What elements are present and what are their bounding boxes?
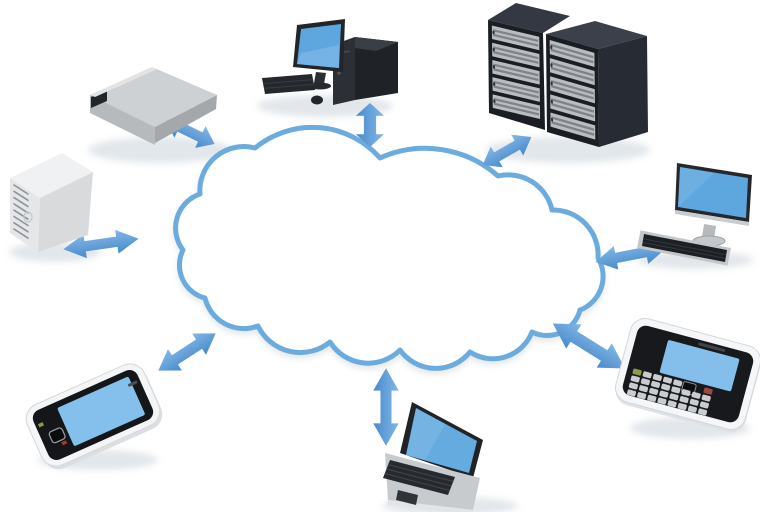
monitor-screen-reflection [678, 167, 714, 207]
rack-right-side-face [598, 36, 648, 147]
rack-left-bay-panel [491, 25, 541, 120]
laptop-screen [406, 408, 477, 473]
tower-power-button [23, 211, 33, 223]
laptop-trackpad [396, 490, 418, 505]
device-external-hard-drive [90, 67, 217, 145]
tower-power-led [337, 71, 341, 75]
mouse [311, 95, 323, 105]
phone-end-key [61, 440, 68, 446]
hdd-top-highlight [90, 67, 157, 97]
phone-speaker [698, 342, 726, 352]
tower-side-face [355, 37, 398, 100]
hdd-front-face [90, 95, 155, 145]
keyboard-key-row [263, 83, 315, 89]
phone-home-button [48, 427, 66, 444]
tower-vent-slots [13, 184, 29, 239]
rack-left-top-face [488, 3, 570, 33]
laptop-screen-reflection [406, 408, 445, 460]
hdd-port-slot [91, 90, 107, 108]
arrow-cloud-to-touch-smartphone [151, 322, 223, 382]
phone-screen [57, 376, 145, 446]
device-desktop-computer [262, 19, 398, 105]
monitor-screen [678, 167, 748, 218]
device-shadow [257, 95, 393, 117]
hdd-side-face [155, 95, 217, 143]
laptop-key-row [384, 473, 450, 491]
phone-qwerty-keys [626, 368, 713, 416]
device-pc-tower [10, 153, 93, 252]
laptop-key-row [386, 468, 452, 487]
cloud-shape [173, 124, 606, 371]
arrow-cloud-to-laptop [373, 368, 399, 446]
tower-side-face [38, 172, 93, 252]
rack-right-top-face [546, 21, 647, 49]
monitor-stand-neck [314, 72, 326, 84]
monitor-stand-neck [702, 224, 716, 239]
device-shadow [88, 137, 232, 163]
keyboard-key-row [643, 238, 727, 256]
device-server-racks [488, 3, 648, 147]
tower-top-face [10, 153, 93, 198]
tower-front-face [10, 178, 40, 252]
device-laptop [383, 402, 483, 512]
keyboard-key-row [263, 79, 314, 85]
keyboard-key-row [642, 241, 726, 259]
device-touch-smartphone [25, 363, 163, 470]
phone-screen [659, 340, 740, 392]
phone-call-key [37, 422, 44, 428]
keyboard [262, 74, 315, 94]
monitor-bottom-trim [675, 210, 749, 226]
rack-right-bay-panel [549, 39, 596, 140]
device-qwerty-smartphone [615, 317, 760, 433]
device-desktop-workstation [637, 163, 752, 266]
laptop-key-row [388, 464, 454, 482]
monitor-screen-reflection [297, 45, 339, 68]
phone-speaker [127, 380, 138, 387]
